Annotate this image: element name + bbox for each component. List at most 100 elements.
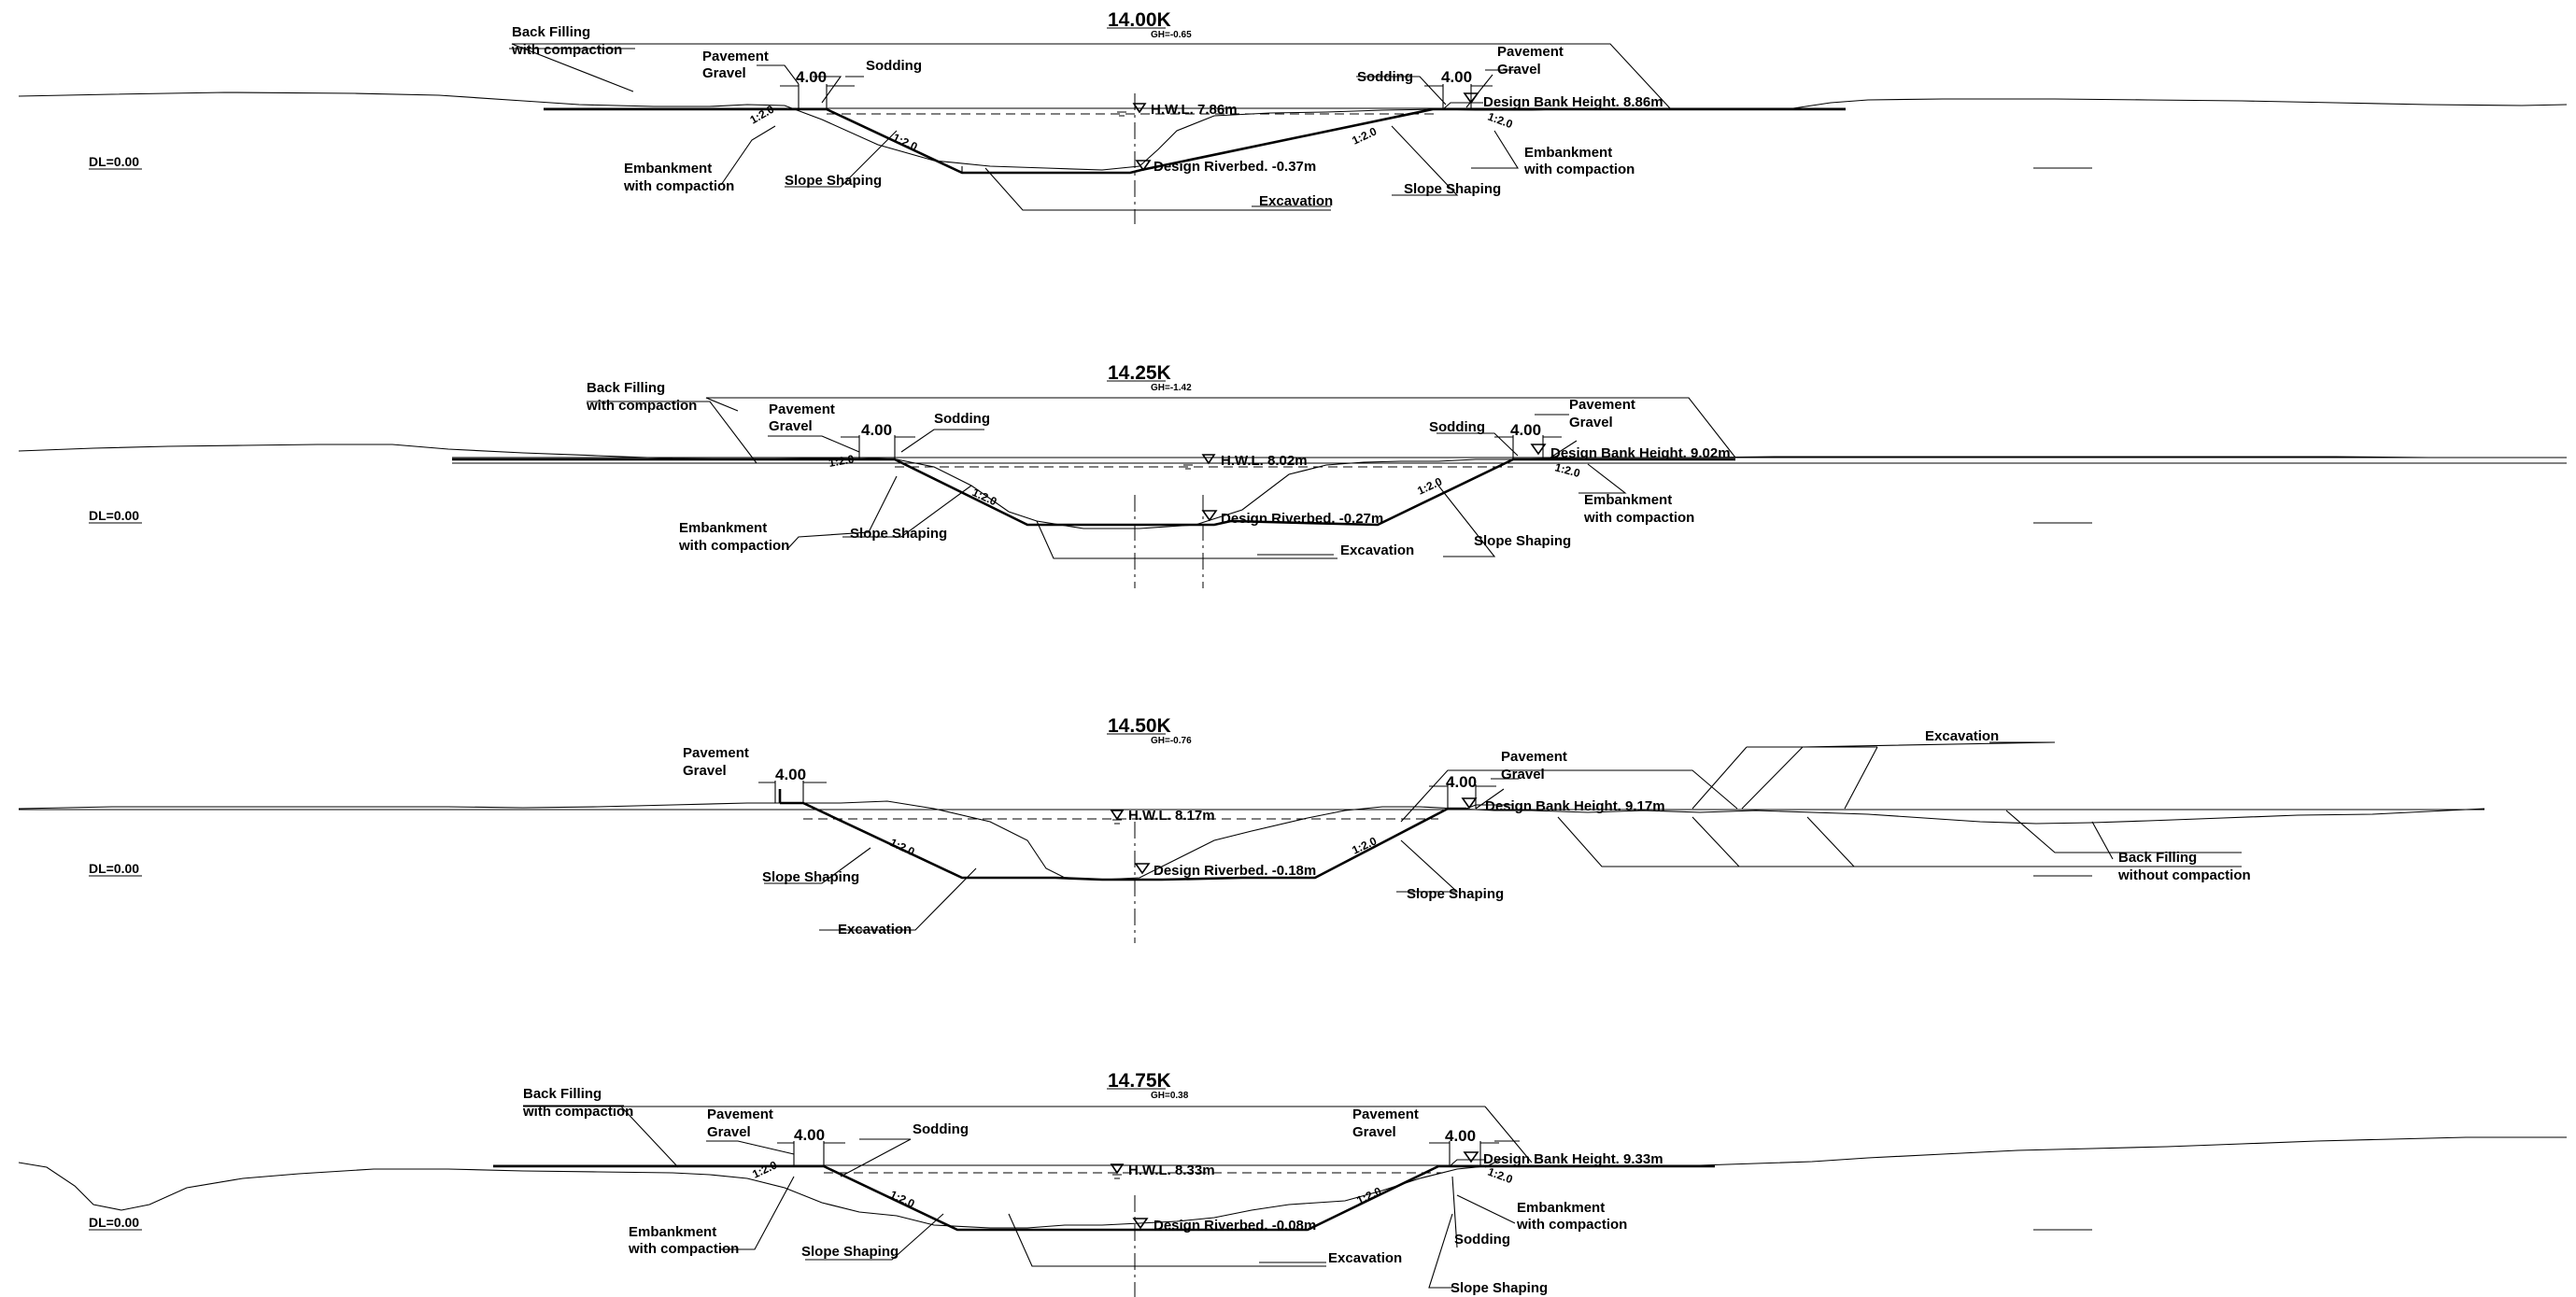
section-station-title: 14.00K xyxy=(1108,9,1171,31)
gravel-label-left: Gravel xyxy=(702,65,746,81)
back-filling-label: Back Filling xyxy=(523,1086,602,1102)
sodding-label-right: Sodding xyxy=(1454,1232,1510,1248)
water-surface-mark xyxy=(1112,1174,1122,1179)
hwl-triangle xyxy=(1110,1163,1125,1175)
sodding-label-left: Sodding xyxy=(913,1121,969,1137)
slope-ratio-left-top: 1:2.0 xyxy=(750,1158,779,1180)
gravel-label-left: Gravel xyxy=(683,763,727,779)
pavement-label-left: Pavement xyxy=(683,745,749,761)
excavation-label: Excavation xyxy=(1340,543,1414,558)
water-surface-mark xyxy=(1117,111,1126,117)
embankment-label-right-2: with compaction xyxy=(1583,510,1694,526)
bank-height-marker xyxy=(1463,1151,1479,1163)
embankment-label-right-2: with compaction xyxy=(1516,1217,1627,1233)
pavement-marker-left xyxy=(780,84,855,109)
riverbed-label: Design Riverbed. -0.18m xyxy=(1154,863,1316,879)
excavation-label-right: Excavation xyxy=(1925,728,1999,744)
pavement-marker-left xyxy=(758,781,827,803)
slope-ratio-right-top: 1:2.0 xyxy=(1553,460,1581,480)
slope-ratio-left: 1:2.0 xyxy=(888,1188,917,1210)
sodding-label-right: Sodding xyxy=(1429,419,1485,435)
slope-ratio-right-top: 1:2.0 xyxy=(1486,1165,1515,1187)
dl-label: DL=0.00 xyxy=(89,154,139,169)
pavement-marker-left xyxy=(777,1141,845,1166)
gravel-label-left: Gravel xyxy=(707,1124,751,1140)
excavation-label: Excavation xyxy=(1328,1250,1402,1266)
embankment-label-right-2: with compaction xyxy=(1523,162,1635,177)
slope-shaping-label-right: Slope Shaping xyxy=(1404,181,1501,197)
back-filling-wedges xyxy=(1557,746,2242,867)
slope-shaping-label-left: Slope Shaping xyxy=(801,1244,899,1260)
existing-ground-line xyxy=(18,92,2568,171)
gravel-label-left: Gravel xyxy=(769,418,813,434)
riverbed-marker xyxy=(1201,510,1218,522)
design-bank-edge xyxy=(1449,1159,1485,1167)
pavement-label-right: Pavement xyxy=(1352,1107,1419,1122)
pavement-label-right: Pavement xyxy=(1501,749,1567,765)
section-gh-value: GH=-0.76 xyxy=(1151,736,1192,746)
riverbed-label: Design Riverbed. -0.27m xyxy=(1221,511,1383,527)
excavation-line xyxy=(984,167,1331,211)
water-surface-mark xyxy=(1183,464,1193,470)
bank-height-label: Design Bank Height. 8.86m xyxy=(1483,94,1663,110)
slope-ratio-right-top: 1:2.0 xyxy=(1486,110,1515,132)
gravel-label-right: Gravel xyxy=(1352,1124,1396,1140)
riverbed-marker xyxy=(1134,863,1151,875)
back-filling-label: Back Filling xyxy=(587,380,665,396)
existing-ground-line xyxy=(18,444,2567,529)
embankment-label-left-2: with compaction xyxy=(623,178,734,194)
pavement-label-right: Pavement xyxy=(1497,44,1564,60)
hwl-triangle xyxy=(1110,810,1125,821)
section-14-75k: 14.75K GH=0.38 DL=0.00 Back Filling with… xyxy=(18,1070,2567,1297)
slope-ratio-right: 1:2.0 xyxy=(1350,834,1379,856)
pavement-label-left: Pavement xyxy=(707,1107,773,1122)
pavement-marker-right xyxy=(1424,84,1493,109)
bank-height-label: Design Bank Height. 9.02m xyxy=(1550,445,1731,461)
design-channel-section xyxy=(493,1164,1715,1232)
dl-label: DL=0.00 xyxy=(89,1215,139,1230)
back-filling-label-2: with compaction xyxy=(511,42,622,58)
width-dimension-right: 4.00 xyxy=(1446,773,1477,791)
design-channel-section xyxy=(452,458,1735,527)
width-dimension-right: 4.00 xyxy=(1441,68,1472,86)
section-14-00k: 14.00K GH=-0.65 DL=0.00 Back Filling wit… xyxy=(18,9,2568,224)
slope-ratio-right: 1:2.0 xyxy=(1350,124,1379,147)
section-gh-value: GH=0.38 xyxy=(1151,1091,1189,1101)
existing-ground-line xyxy=(18,1136,2567,1229)
back-filling-label-2: with compaction xyxy=(586,398,697,414)
hwl-label: H.W.L. 8.02m xyxy=(1221,453,1308,469)
section-station-title: 14.25K xyxy=(1108,362,1171,384)
bank-height-label: Design Bank Height. 9.17m xyxy=(1485,798,1665,814)
riverbed-marker xyxy=(1132,1218,1149,1230)
section-gh-value: GH=-1.42 xyxy=(1151,383,1192,393)
bank-height-marker xyxy=(1530,444,1547,456)
back-filling-boundary xyxy=(523,1105,1533,1168)
leader-lines xyxy=(706,1138,1520,1289)
hwl-triangle xyxy=(1132,103,1147,114)
excavation-line xyxy=(1008,1213,1326,1267)
back-filling-label: Back Filling xyxy=(512,24,590,40)
pavement-marker-right xyxy=(1429,1141,1499,1166)
width-dimension-right: 4.00 xyxy=(1445,1127,1476,1145)
gravel-label-right: Gravel xyxy=(1501,767,1545,782)
riverbed-marker xyxy=(1135,160,1152,172)
width-dimension-left: 4.00 xyxy=(796,68,827,86)
embankment-label-right: Embankment xyxy=(1524,145,1612,161)
gravel-label-right: Gravel xyxy=(1497,62,1541,78)
hwl-triangle xyxy=(1201,454,1216,465)
slope-shaping-label-right: Slope Shaping xyxy=(1474,533,1571,549)
pavement-marker-right xyxy=(1429,784,1496,809)
section-14-50k: 14.50K GH=-0.76 DL=0.00 Pavement Gravel … xyxy=(18,715,2485,943)
dl-label: DL=0.00 xyxy=(89,508,139,523)
embankment-label-left: Embankment xyxy=(629,1224,716,1240)
section-station-title: 14.75K xyxy=(1108,1070,1171,1092)
water-surface-mark xyxy=(1112,819,1122,825)
bank-height-label: Design Bank Height. 9.33m xyxy=(1483,1151,1663,1167)
width-dimension-left: 4.00 xyxy=(775,766,806,783)
slope-ratio-left: 1:2.0 xyxy=(888,836,917,858)
section-14-25k: 14.25K GH=-1.42 DL=0.00 Back Filling wit… xyxy=(18,362,2567,588)
dl-label: DL=0.00 xyxy=(89,861,139,876)
pavement-label-right: Pavement xyxy=(1569,397,1635,413)
embankment-label-right: Embankment xyxy=(1584,492,1672,508)
